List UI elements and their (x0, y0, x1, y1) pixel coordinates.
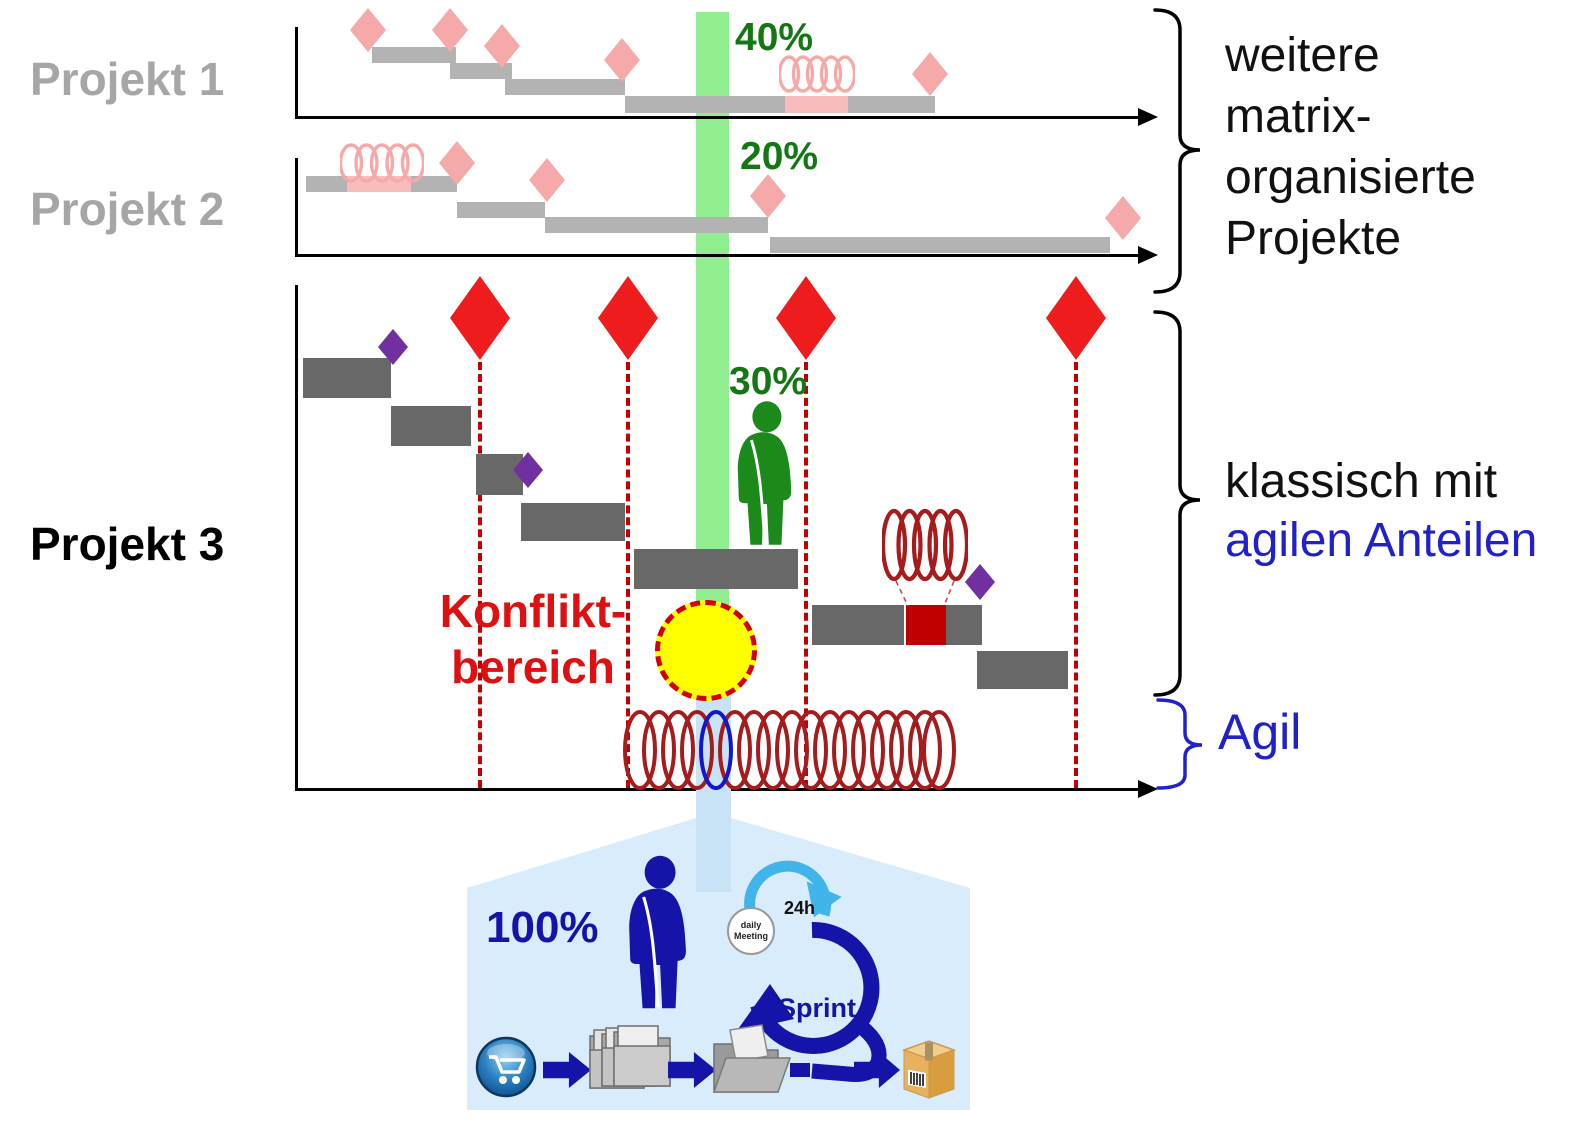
agil-note: Agil (1218, 704, 1302, 760)
sprint-coil-icon (779, 55, 855, 93)
matrix-note-line: organisierte (1225, 151, 1476, 204)
project3-axis-vertical (295, 285, 298, 791)
backlog-folders-icon (589, 1025, 671, 1089)
conflict-label-line2: bereich (451, 641, 615, 693)
classic-brace-icon (1153, 310, 1201, 697)
minor-milestone-diamond-icon (965, 564, 995, 600)
milestone-dashed-line (804, 362, 808, 788)
classic-note-black: klassisch mit (1225, 455, 1498, 508)
milestone-diamond-icon (484, 24, 520, 68)
sprint-label: Sprint (778, 993, 856, 1023)
project1-axis-vertical (295, 27, 298, 118)
matrix-note-line: matrix- (1225, 90, 1372, 143)
daily-cycle-arrow-icon (744, 860, 842, 925)
gantt-bar (521, 503, 625, 541)
gantt-bar (977, 651, 1068, 689)
project1-timeline (295, 116, 1141, 119)
sprint-task-red-square (906, 605, 946, 645)
gantt-bar (634, 549, 798, 589)
conflict-zone-icon (655, 600, 757, 701)
matrix-note: weitere matrix- organisierte Projekte (1225, 25, 1575, 269)
classic-note-blue: agilen Anteilen (1225, 514, 1538, 567)
milestone-diamond-icon (432, 8, 468, 52)
project2-label: Projekt 2 (30, 183, 225, 235)
brace-icons (1153, 8, 1203, 790)
project1-timeline-arrow-icon (1138, 108, 1158, 126)
milestone-diamond-icon (604, 38, 640, 82)
daily-meeting-badge: daily Meeting (727, 907, 775, 955)
project2-timeline (295, 254, 1141, 257)
gantt-bar (450, 63, 512, 79)
daily-meeting-line2: Meeting (733, 931, 768, 941)
matrix-note-line: weitere (1225, 29, 1380, 82)
matrix-note-line: Projekte (1225, 212, 1402, 265)
milestone-dashed-line (1074, 362, 1078, 788)
milestone-diamond-icon (1105, 196, 1141, 240)
shopping-cart-icon (475, 1036, 537, 1098)
major-milestone-diamond-icon (1046, 276, 1106, 360)
conflict-label: Konflikt- bereich (408, 583, 658, 695)
agile-brace-icon (1156, 698, 1203, 790)
milestone-diamond-icon (350, 8, 386, 52)
milestone-dashed-line (478, 362, 482, 788)
sprint-segment-bar (785, 96, 848, 113)
gantt-bar (391, 406, 471, 446)
gantt-bar (306, 176, 347, 192)
gantt-bar (545, 217, 768, 233)
project1-label: Projekt 1 (30, 53, 225, 105)
milestone-dashed-line (626, 362, 630, 788)
gantt-bar (303, 358, 391, 398)
project2-axis-vertical (295, 158, 298, 256)
major-milestone-diamond-icon (776, 276, 836, 360)
matrix-brace-icon (1153, 8, 1201, 294)
team-member-icon (629, 855, 686, 1009)
sprint-backlog-folder-icon (712, 1024, 792, 1093)
gantt-bar (457, 202, 545, 218)
gantt-bar (372, 47, 456, 63)
sprint-coil-icon (882, 508, 968, 607)
gantt-bar (770, 237, 1110, 253)
project3-label: Projekt 3 (30, 518, 225, 570)
daily-meeting-line1: daily (740, 920, 762, 930)
team-member-icon (737, 401, 792, 545)
gantt-bar (812, 605, 904, 645)
gantt-bar (946, 605, 982, 645)
release-package-icon (901, 1040, 957, 1099)
major-milestone-diamond-icon (450, 276, 510, 360)
allocation-label: 30% (729, 360, 808, 403)
sprint-coil-icon (340, 143, 424, 183)
flow-connector-dash (790, 1063, 810, 1077)
conflict-label-line1: Konflikt- (439, 585, 627, 637)
classic-note: klassisch mit agilen Anteilen (1225, 452, 1575, 570)
milestone-diamond-icon (912, 52, 948, 96)
gantt-bar (625, 96, 935, 113)
project2-timeline-arrow-icon (1138, 246, 1158, 264)
daily-cycle-label: 24h (784, 898, 816, 918)
milestone-diamond-icon (529, 158, 565, 202)
gantt-bar (476, 454, 523, 495)
gantt-bar (411, 176, 457, 192)
gantt-bar (505, 79, 625, 95)
allocation-label: 100% (486, 903, 599, 952)
sprint-spiral-icon (623, 710, 956, 790)
project3-timeline-arrow-icon (1138, 780, 1158, 798)
allocation-label: 40% (735, 16, 814, 59)
milestone-diamond-icon (750, 174, 786, 218)
major-milestone-diamond-icon (598, 276, 658, 360)
allocation-label: 20% (740, 135, 819, 178)
